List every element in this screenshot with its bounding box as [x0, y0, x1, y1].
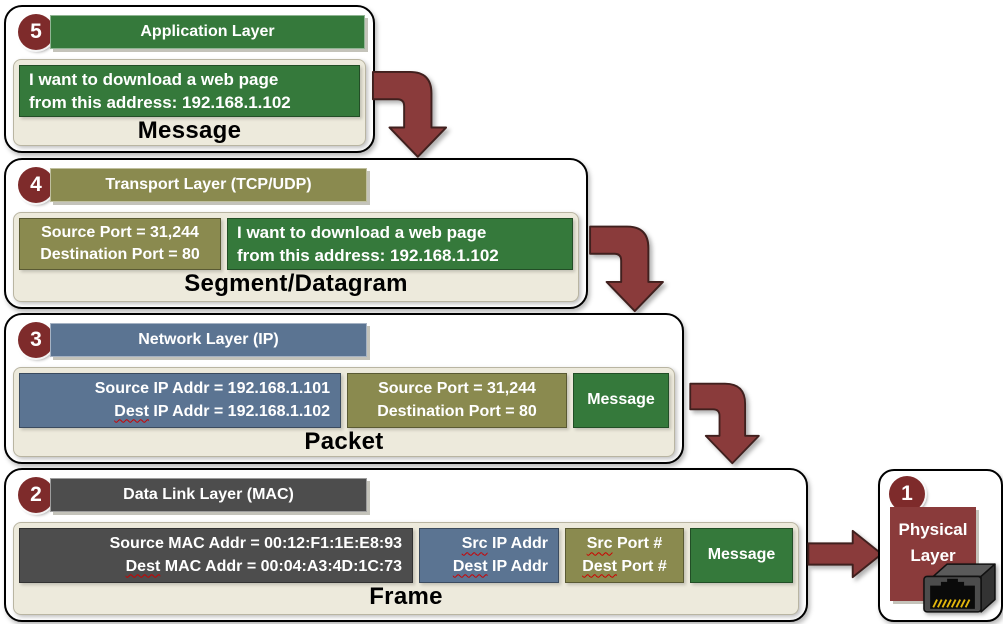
pdu-label: Message: [137, 117, 242, 144]
elbow-arrow-down-icon: [371, 70, 448, 158]
application-layer-box: 5 Application Layer I want to download a…: [4, 5, 375, 153]
network-layer-title-bar: Network Layer (IP): [50, 323, 367, 357]
datalink-layer-box: 2 Data Link Layer (MAC) Source MAC Addr …: [4, 468, 808, 622]
ports-field: Source Port = 31,244 Destination Port = …: [347, 373, 567, 428]
datalink-layer-title-bar: Data Link Layer (MAC): [50, 478, 367, 512]
misspelled-word: Dest: [114, 402, 149, 420]
layer-number-badge: 4: [18, 167, 54, 203]
message-field: I want to download a web page from this …: [19, 65, 360, 117]
layer-number-badge: 3: [18, 322, 54, 358]
arrow-right-icon: [807, 529, 883, 579]
layer-number-badge: 1: [889, 476, 925, 512]
pdu-label: Segment/Datagram: [184, 270, 408, 297]
message-field: I want to download a web page from this …: [227, 218, 573, 270]
pdu-panel: I want to download a web page from this …: [13, 59, 366, 146]
ip-field: Src IP Addr Dest IP Addr: [419, 528, 559, 583]
misspelled-word: Src: [586, 535, 613, 553]
transport-layer-box: 4 Transport Layer (TCP/UDP) Source Port …: [4, 158, 588, 309]
misspelled-word: Dest: [582, 557, 617, 575]
mac-field: Source MAC Addr = 00:12:F1:1E:E8:93 Dest…: [19, 528, 413, 583]
elbow-arrow-down-icon: [689, 382, 760, 465]
pdu-panel: Source MAC Addr = 00:12:F1:1E:E8:93 Dest…: [13, 522, 799, 615]
payload-field: Message: [690, 528, 793, 583]
misspelled-word: Dest: [125, 557, 161, 575]
physical-layer-box: 1 Physical Layer: [878, 469, 1003, 622]
payload-field: Message: [573, 373, 669, 428]
layer-number-badge: 2: [18, 477, 54, 513]
transport-layer-title-bar: Transport Layer (TCP/UDP): [50, 168, 367, 202]
ports-field: Src Port # Dest Port #: [565, 528, 684, 583]
ports-field: Source Port = 31,244 Destination Port = …: [19, 218, 221, 270]
pdu-panel: Source IP Addr = 192.168.1.101 Dest IP A…: [13, 367, 675, 457]
pdu-panel: Source Port = 31,244 Destination Port = …: [13, 212, 579, 302]
application-layer-title-bar: Application Layer: [50, 15, 365, 49]
pdu-label: Packet: [304, 428, 384, 455]
misspelled-word: Dest: [452, 557, 488, 575]
pdu-label: Frame: [369, 583, 443, 610]
network-layer-box: 3 Network Layer (IP) Source IP Addr = 19…: [4, 313, 684, 464]
elbow-arrow-down-icon: [589, 225, 664, 313]
rj45-ethernet-connector-icon: [923, 563, 996, 613]
misspelled-word: Src: [461, 535, 488, 553]
layer-number-badge: 5: [18, 14, 54, 50]
ip-field: Source IP Addr = 192.168.1.101 Dest IP A…: [19, 373, 341, 428]
